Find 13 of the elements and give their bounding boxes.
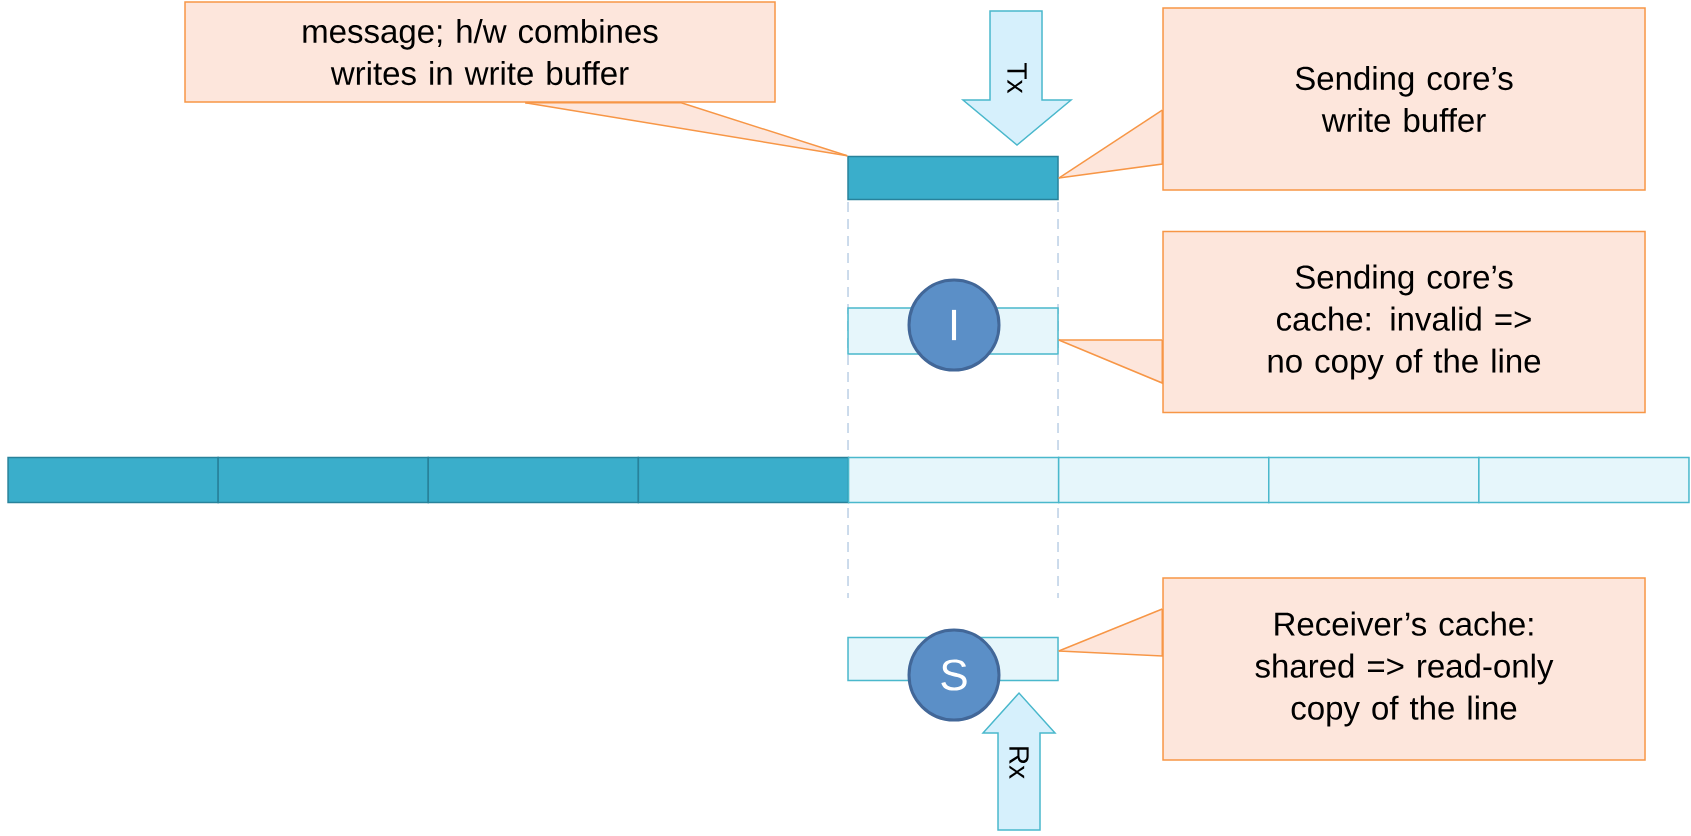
callout-box: Sending core’s write buffer [1162,7,1646,191]
memory-cell [7,456,219,504]
memory-cell [427,456,640,504]
memory-cell [847,456,1060,504]
filled-bar [847,155,1059,201]
memory-cell [1268,456,1480,504]
leader-line [1058,339,1163,341]
memory-cell [1478,456,1690,504]
memory-cell [1057,456,1270,504]
callout-box: Sending core’s cache: invalid => no copy of the line [1162,230,1646,414]
callout-box: Receiver’s cache: shared => read-only copy of the line [1162,577,1646,761]
memory-cell [217,456,429,504]
memory-cell [637,456,850,504]
